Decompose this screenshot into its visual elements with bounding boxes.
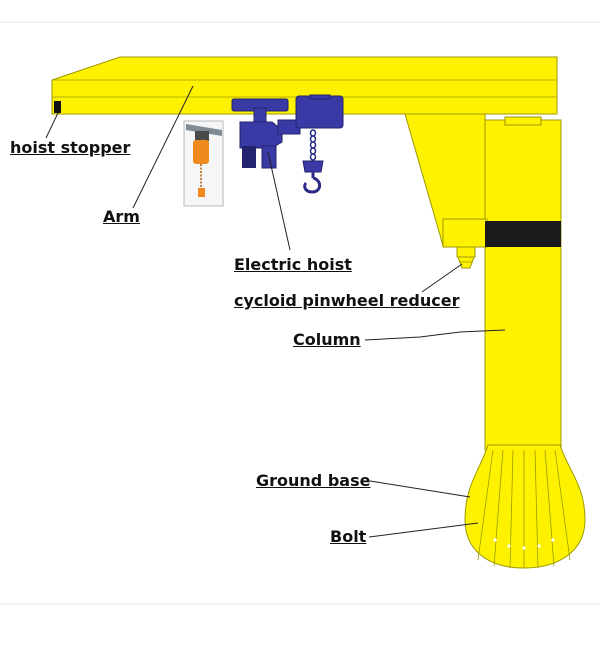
electric-hoist — [231, 94, 344, 194]
label-hoist-stopper: hoist stopper — [10, 138, 131, 157]
label-ground-base: Ground base — [256, 471, 371, 490]
bolt-holes — [493, 538, 555, 550]
label-arm: Arm — [103, 207, 140, 226]
base-ribs — [477, 449, 571, 569]
label-column: Column — [293, 330, 361, 349]
column-band — [485, 221, 561, 247]
arm — [51, 56, 558, 247]
column — [484, 116, 562, 451]
leader-lines — [45, 85, 506, 538]
hoist-stopper — [54, 101, 61, 113]
ground-base — [464, 444, 586, 569]
chain-hoist-photo — [183, 120, 224, 207]
label-electric-hoist: Electric hoist — [234, 255, 352, 274]
label-cycloid-pinwheel-reducer: cycloid pinwheel reducer — [234, 291, 460, 310]
reducer-housing — [442, 218, 488, 269]
label-bolt: Bolt — [330, 527, 367, 546]
